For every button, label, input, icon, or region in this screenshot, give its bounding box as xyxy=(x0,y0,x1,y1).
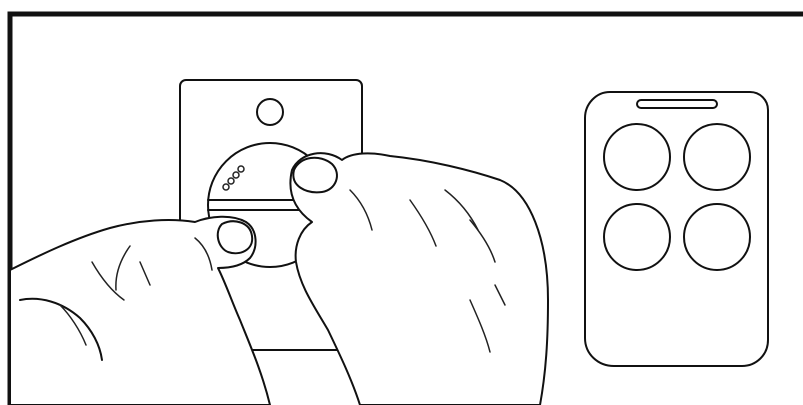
left-hand-icon xyxy=(10,217,270,405)
remote-control-icon xyxy=(585,92,768,366)
right-hand-icon xyxy=(290,153,548,405)
